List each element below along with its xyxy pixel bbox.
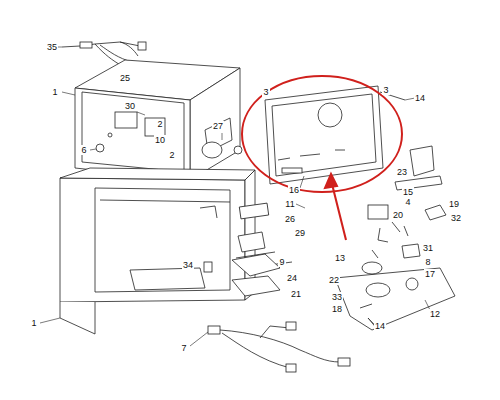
callout-number: 4 [404,197,411,207]
base-assembly [335,244,455,330]
liner [60,168,255,334]
callout-number: 11 [284,199,295,209]
callout-number: 2 [168,150,175,160]
callout-number: 3 [382,85,389,95]
leader-lines [40,47,430,346]
highlight [242,76,402,240]
callout-number: 14 [414,93,426,103]
callout-number: 17 [424,269,436,279]
callout-number: 31 [422,243,434,253]
callout-number: 24 [286,273,298,283]
callout-number: 1 [30,318,37,328]
callout-number: 23 [396,167,408,177]
callout-number: 32 [450,213,462,223]
callout-number: 25 [119,73,131,83]
callout-number: 7 [180,343,187,353]
callout-number: 12 [429,309,441,319]
callout-number: 1 [51,87,58,97]
callout-number: 20 [392,210,404,220]
callout-number: 15 [402,187,414,197]
callout-number: 29 [294,228,306,238]
upper-housing [75,60,240,180]
callout-number: 6 [80,145,87,155]
callout-number: 10 [154,135,166,145]
callout-number: 16 [288,185,300,195]
callout-number: 3 [262,87,269,97]
callout-number: 14 [374,321,386,331]
callout-number: 30 [124,101,136,111]
callout-number: 19 [448,199,460,209]
callout-number: 8 [424,257,431,267]
callout-number: 22 [328,275,340,285]
callout-number: 18 [331,304,343,314]
callout-number: 35 [46,42,58,52]
callout-number: 13 [334,253,346,263]
cover-panel [265,86,405,184]
callout-number: 2 [156,119,163,129]
callout-number: 33 [331,292,343,302]
control-parts [368,146,446,242]
callout-number: 9 [278,257,285,267]
callout-number: 34 [182,260,194,270]
callout-number: 27 [212,121,224,131]
callout-number: 26 [284,214,296,224]
callout-number: 21 [290,289,302,299]
wire-harness [208,322,350,372]
